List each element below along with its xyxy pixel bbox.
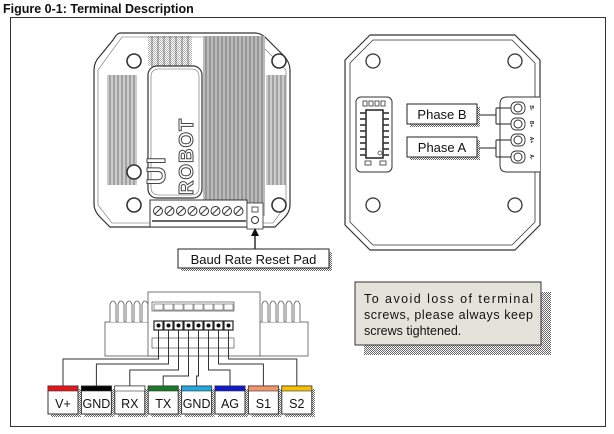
connector-socket — [203, 320, 214, 331]
phase-terminal: A- — [510, 150, 534, 164]
pin-label-tx: TX — [147, 385, 182, 417]
wire — [62, 330, 159, 386]
phase-terminal-label: A+ — [528, 137, 534, 144]
pin-wires — [62, 330, 298, 386]
connector-socket — [183, 320, 194, 331]
figure-frame — [10, 17, 606, 427]
screw-icon — [233, 206, 244, 216]
note-box — [354, 281, 542, 346]
pin-label-text: RX — [121, 397, 139, 411]
pin-color-swatch — [281, 385, 313, 392]
connector-socket — [163, 320, 174, 331]
pin-label-v-plus: V+ — [47, 385, 81, 417]
logo-plate — [147, 65, 203, 199]
note-line-1: To avoid loss of terminal — [364, 292, 533, 306]
pin-color-swatch — [114, 385, 146, 392]
pin-label-text: V+ — [55, 397, 71, 411]
baud-callout-label: Baud Rate Reset Pad — [191, 252, 317, 267]
pin-label-text: TX — [155, 397, 172, 411]
screw-icon — [187, 206, 198, 216]
phase-terminal-label: B+ — [528, 121, 534, 128]
pin-color-swatch — [248, 385, 279, 392]
pin-label-ag: AG — [214, 385, 248, 417]
connector-socket — [213, 320, 224, 331]
wire — [208, 330, 231, 386]
screw-icon — [199, 206, 209, 216]
driver-side-view — [104, 291, 309, 357]
terminal-screws — [153, 206, 244, 216]
phase-terminal: B+ — [510, 117, 534, 131]
connector-socket — [173, 320, 184, 331]
phase-b-label: Phase B — [417, 107, 466, 122]
pin-label-gnd: GND — [80, 385, 115, 417]
pin-label-s2: S2 — [281, 385, 315, 417]
terminal-strip — [149, 199, 248, 228]
pin-label-text: GND — [183, 397, 211, 411]
phase-terminal: B- — [510, 101, 534, 115]
note-line-2: screws, please always keep — [364, 308, 533, 322]
wire — [129, 330, 179, 386]
screw-icon — [210, 206, 221, 216]
phase-terminal-label: A- — [528, 154, 534, 160]
pin-color-swatch — [47, 385, 79, 392]
screw-icon — [164, 206, 175, 216]
wire — [218, 330, 264, 386]
heatsink-fins-right — [266, 75, 286, 185]
pin-color-swatch — [81, 385, 112, 392]
wire — [196, 330, 199, 386]
mounting-holes — [126, 53, 287, 213]
screw-icon — [176, 206, 186, 216]
phase-a-box — [406, 136, 478, 158]
pin-label-rx: RX — [114, 385, 148, 417]
ic-chip — [365, 109, 384, 159]
figure-title: Figure 0-1: Terminal Description — [3, 2, 194, 16]
connector-socket — [153, 320, 164, 331]
logo-ui: UI — [141, 155, 171, 185]
phase-b-box — [406, 103, 478, 125]
pin-label-text: GND — [83, 397, 111, 411]
wire — [95, 330, 169, 386]
logo-robot: ROBOT — [176, 118, 198, 195]
wire — [228, 330, 298, 386]
baud-callout-box — [177, 248, 330, 269]
baud-reset-pad — [251, 216, 259, 224]
connector-socket — [223, 320, 234, 331]
pin-label-gnd: GND — [181, 385, 215, 417]
screw-icon — [222, 206, 232, 216]
wire — [162, 330, 189, 386]
pin-color-swatch — [181, 385, 212, 392]
screw-icon — [153, 206, 163, 216]
pin-label-text: S1 — [256, 397, 271, 411]
pin-label-text: S2 — [289, 397, 304, 411]
phase-a-label: Phase A — [418, 140, 467, 155]
phase-terminal-label: B- — [528, 105, 534, 111]
note-line-3: screws tightened. — [364, 324, 461, 338]
driver-top-view: UI ROBOT — [93, 32, 291, 250]
connector-socket — [193, 320, 204, 331]
pin-color-swatch — [214, 385, 246, 392]
pin-label-text: AG — [221, 397, 239, 411]
pin-label-s1: S1 — [247, 385, 282, 417]
pin-color-swatch — [147, 385, 179, 392]
pin-label-row: V+ GND RX TX GND AG S1 S2 — [47, 385, 315, 417]
heatsink-fins-top — [148, 36, 265, 216]
